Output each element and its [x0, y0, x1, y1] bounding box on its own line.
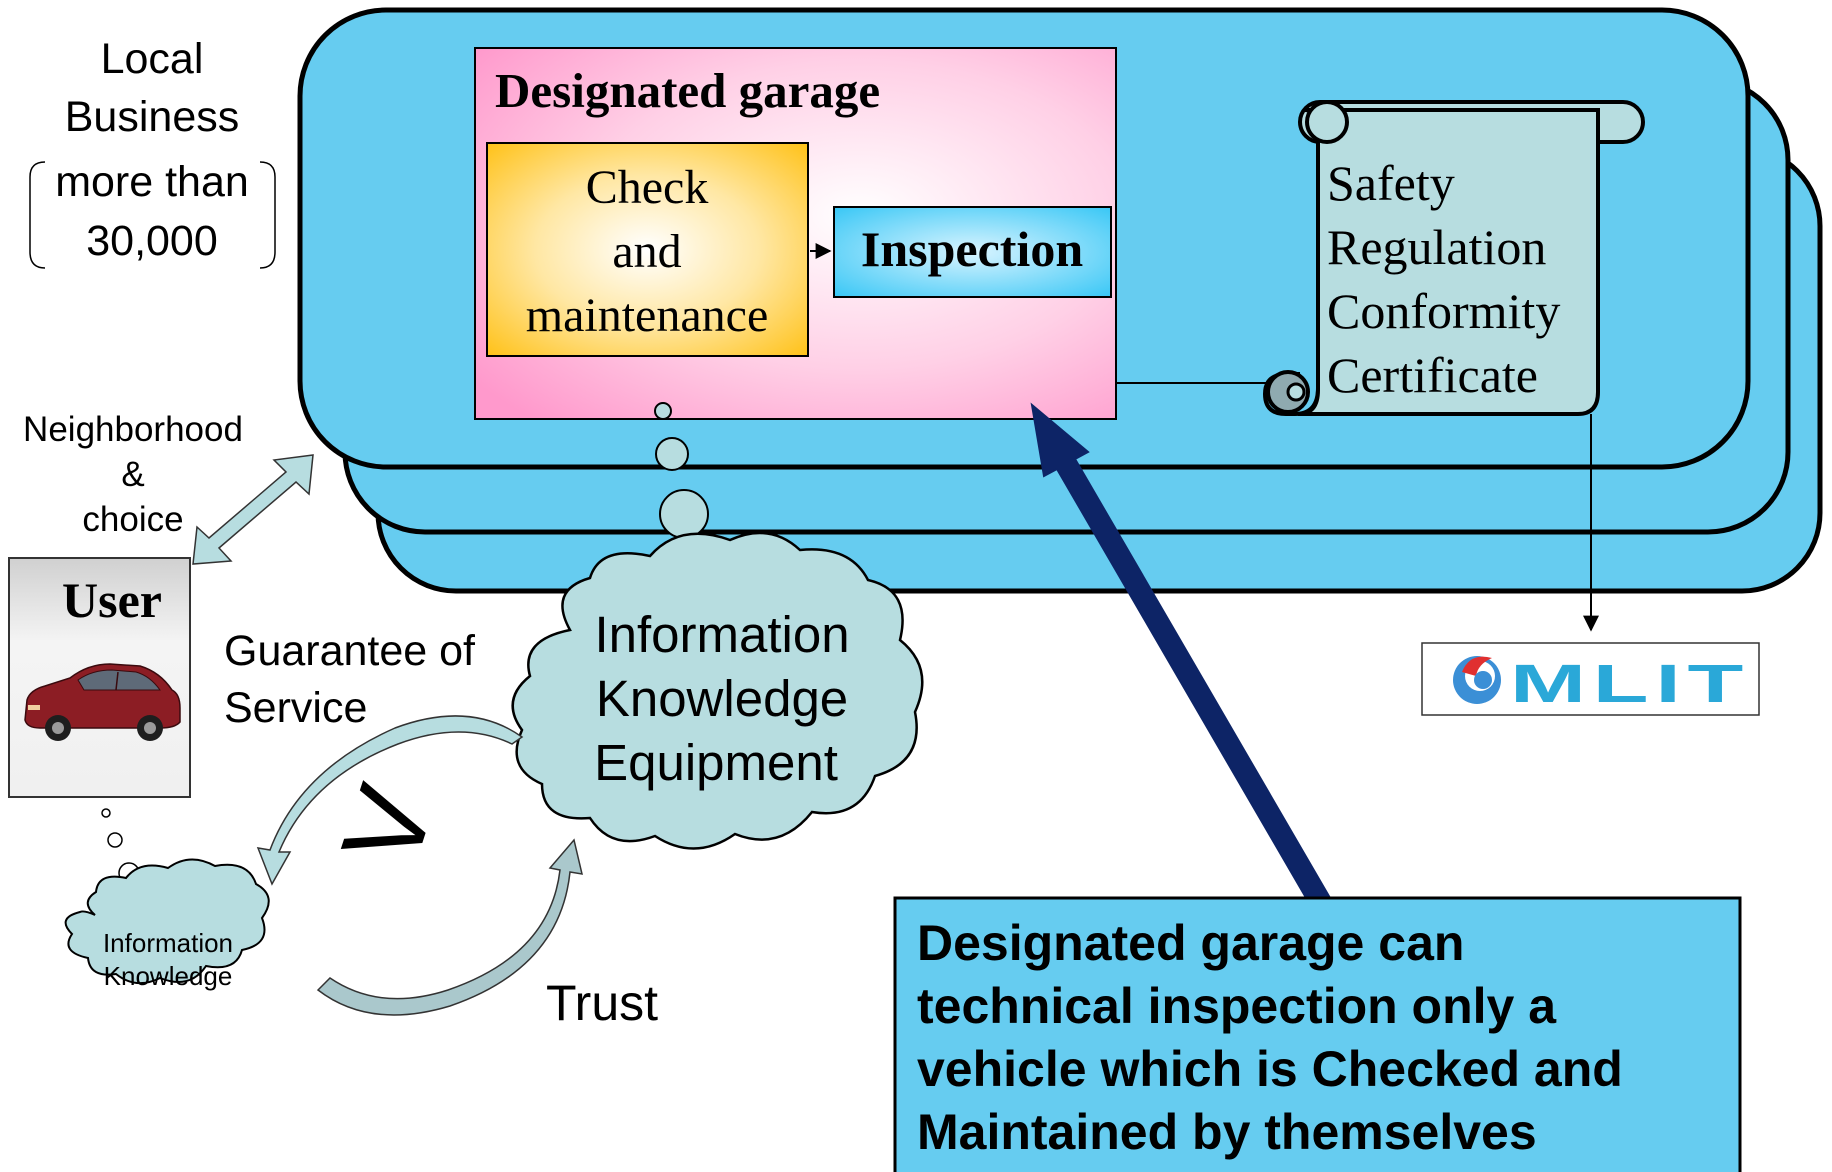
bracket-right	[259, 161, 276, 269]
trust-label: Trust	[546, 975, 658, 1031]
garage-cloud-line-3: Equipment	[594, 734, 838, 791]
check-line-2: and	[612, 225, 681, 278]
local-business-line-3: more than	[55, 158, 249, 206]
trust-curved-arrow	[316, 838, 583, 1016]
user-cloud-line-2: Knowledge	[104, 961, 233, 991]
local-business-line-2: Business	[65, 93, 239, 141]
guarantee-curved-arrow	[256, 715, 524, 886]
inspection-box	[833, 206, 1112, 298]
certificate-line-2: Regulation	[1327, 219, 1546, 275]
neighborhood-line-1: Neighborhood	[23, 410, 243, 449]
user-cloud	[64, 858, 270, 985]
garage-thought-dot-1	[654, 402, 672, 420]
guarantee-line-2: Service	[224, 684, 367, 732]
car-image	[24, 663, 181, 741]
user-cloud-line-1: Information	[103, 928, 233, 958]
mlit-logo-text: MLIT	[1510, 654, 1750, 714]
check-line-1: Check	[586, 161, 709, 214]
neighborhood-line-3: choice	[82, 500, 183, 539]
local-business-line-1: Local	[101, 35, 204, 83]
local-business-line-4: 30,000	[86, 217, 218, 265]
certificate-line-4: Certificate	[1327, 347, 1538, 403]
guarantee-line-1: Guarantee of	[224, 627, 476, 675]
certificate-scroll	[1262, 100, 1645, 416]
garage-cloud-line-1: Information	[594, 606, 849, 663]
designated-garage-title: Designated garage	[495, 63, 880, 118]
user-label: User	[62, 572, 162, 628]
check-line-3: maintenance	[526, 289, 769, 342]
comparison-symbol: V	[319, 773, 459, 881]
callout-line-2: technical inspection only a	[917, 978, 1557, 1034]
neighborhood-line-2: &	[121, 455, 144, 494]
certificate-line-1: Safety	[1327, 155, 1455, 211]
garage-thought-dot-2	[655, 437, 689, 471]
mlit-swirl-icon	[1453, 656, 1501, 704]
check-maintenance-box	[486, 142, 809, 357]
user-thought-dot-2	[107, 832, 123, 848]
user-garage-double-arrow	[192, 454, 314, 565]
callout-line-3: vehicle which is Checked and	[917, 1041, 1623, 1097]
inspection-label: Inspection	[861, 221, 1083, 277]
user-thought-dot-1	[101, 808, 111, 818]
callout-line-4: Maintained by themselves	[917, 1104, 1537, 1160]
callout-box	[893, 896, 1742, 1172]
garage-cloud-line-2: Knowledge	[596, 670, 848, 727]
bracket-left	[29, 161, 46, 269]
callout-line-1: Designated garage can	[917, 915, 1464, 971]
garage-cloud	[511, 531, 924, 850]
certificate-line-3: Conformity	[1327, 283, 1560, 339]
garage-thought-dot-3	[659, 489, 709, 539]
